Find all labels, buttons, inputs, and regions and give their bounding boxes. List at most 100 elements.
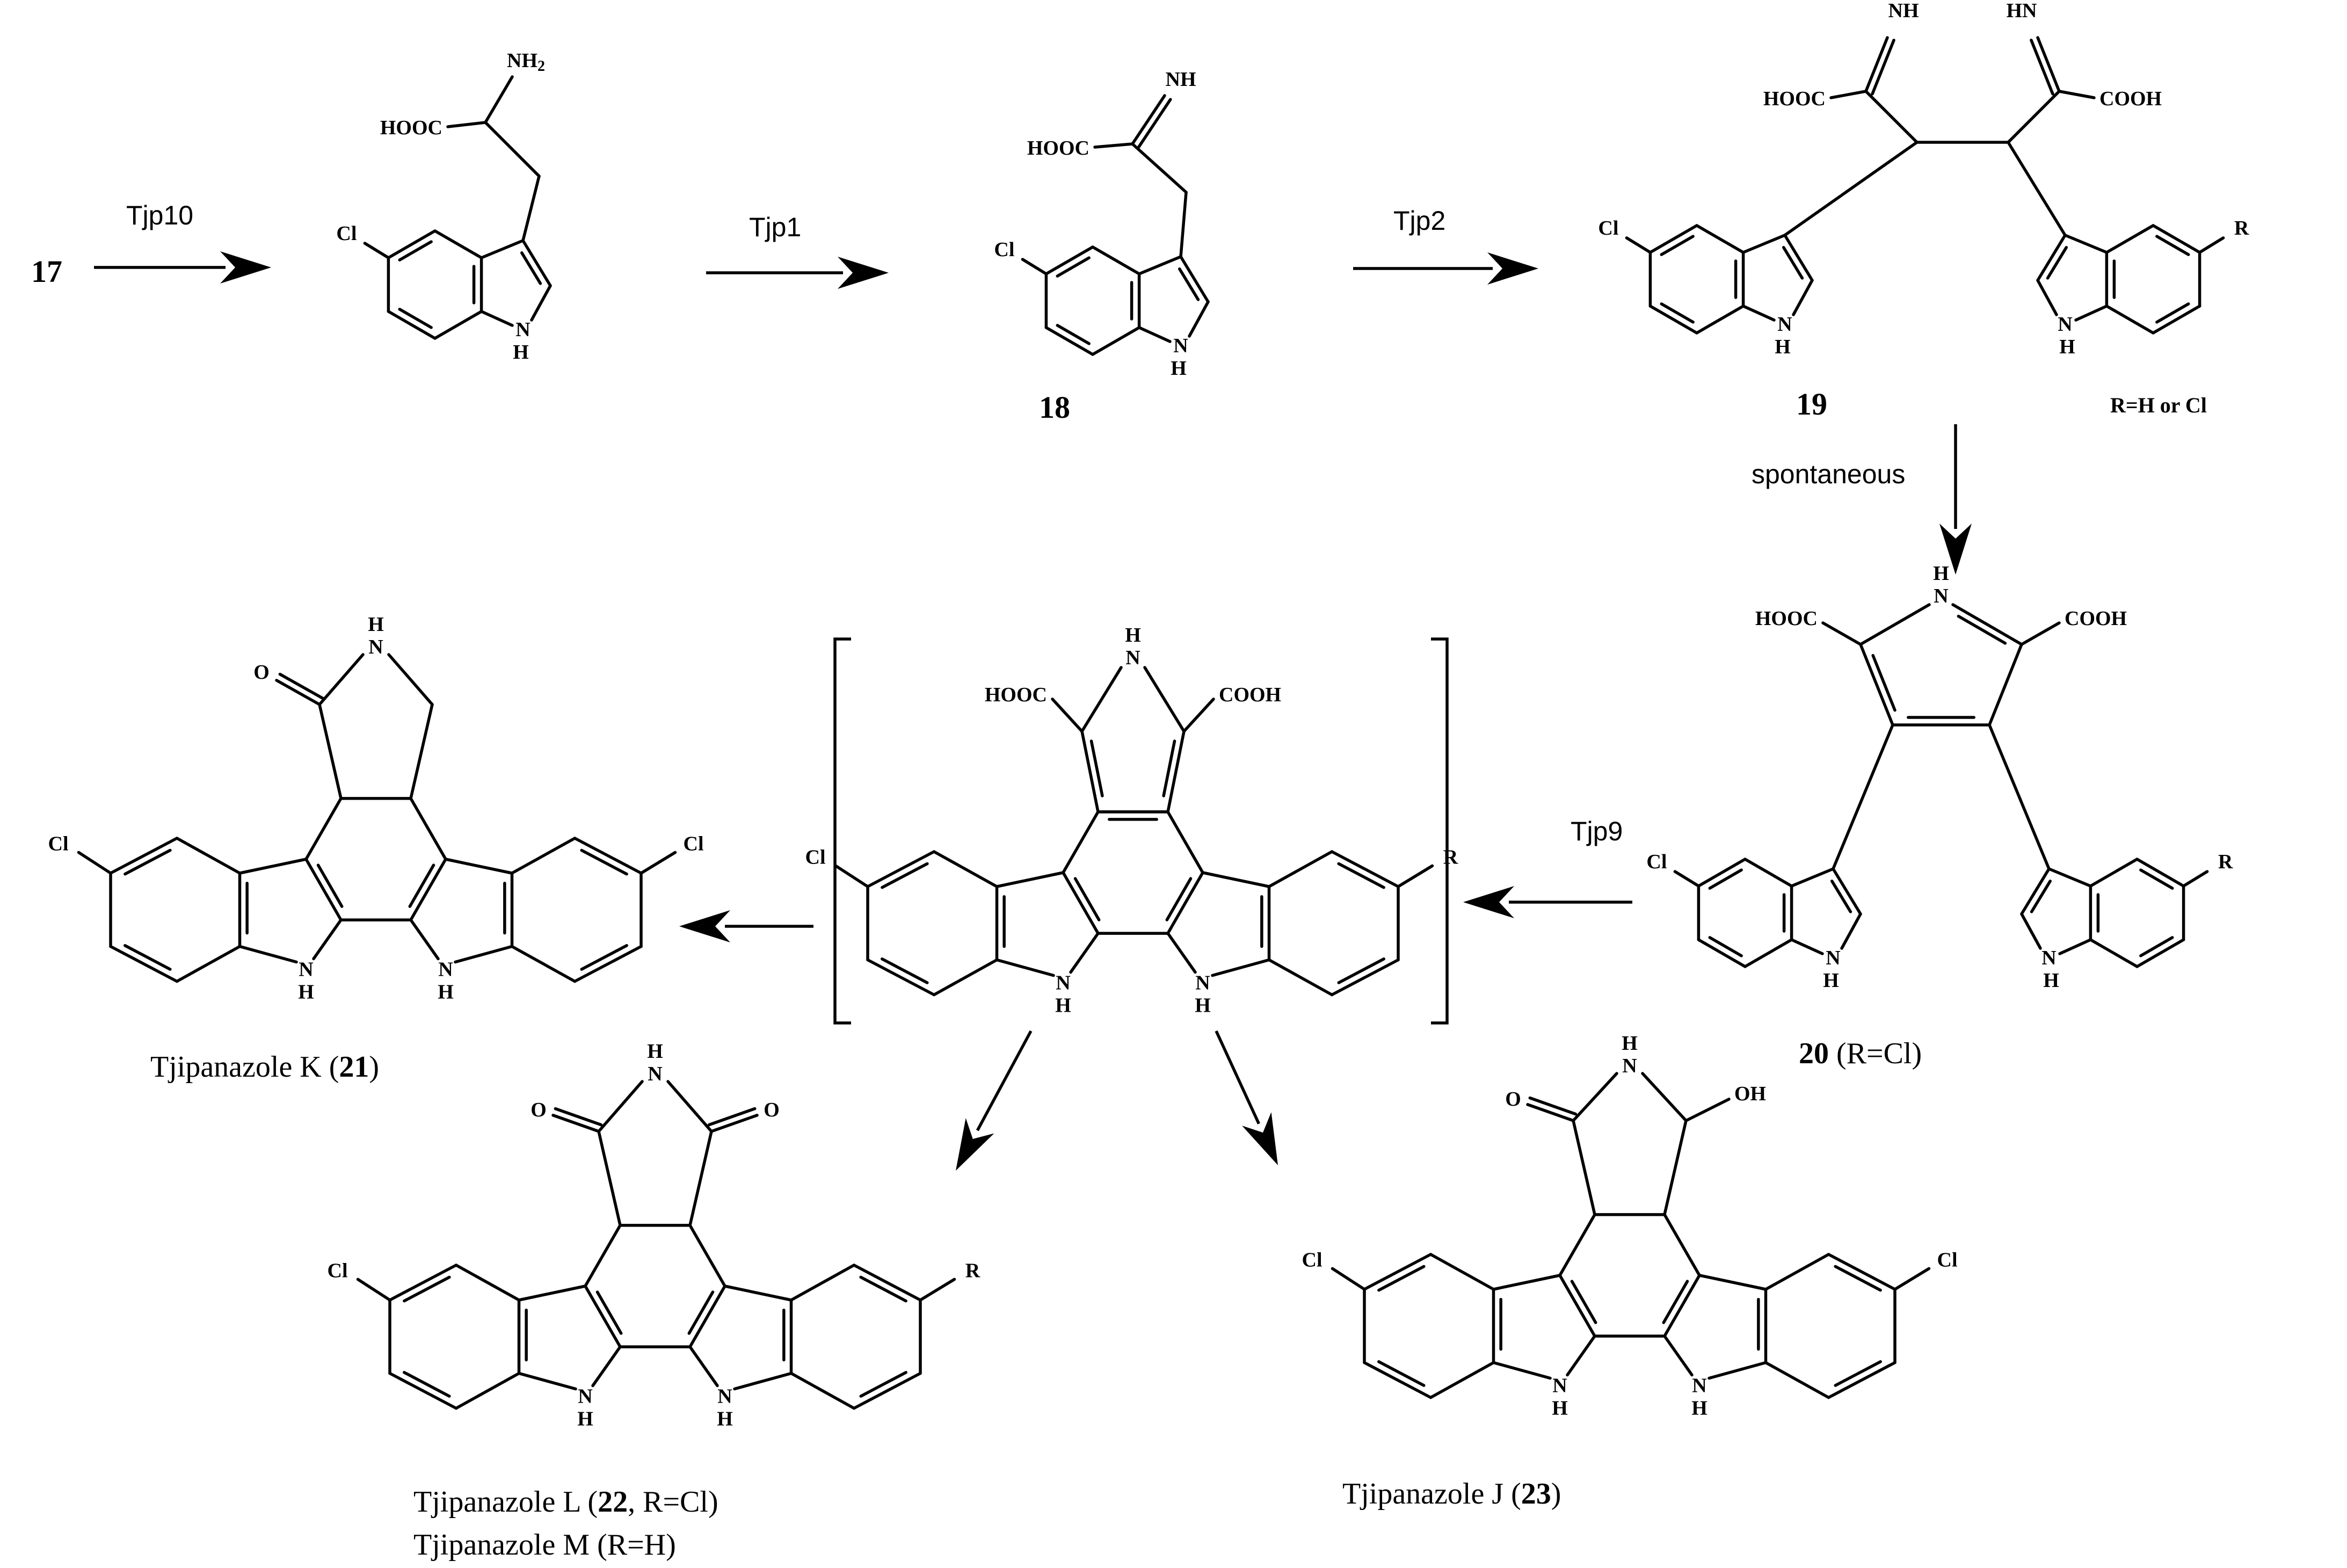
bond: [597, 1130, 622, 1227]
double-bond-inner: [1871, 654, 1897, 712]
reagent-tjp9: Tjp9: [1571, 816, 1623, 846]
bond: [688, 1224, 726, 1288]
tjipanazole-k-left-n-atom: N: [299, 959, 313, 981]
bond: [1741, 234, 1786, 254]
dimer-19-left-nh-group: NH: [1888, 0, 1919, 22]
bond: [1080, 666, 1123, 733]
bond: [1558, 1213, 1596, 1277]
molecule-tjipanazole-k: [77, 653, 677, 983]
molecule-structures: [77, 36, 2225, 1410]
double-bond: [275, 679, 321, 706]
double-bond-inner: [398, 240, 433, 262]
bond: [1179, 255, 1210, 303]
tjipanazole-k-number: 21: [339, 1050, 369, 1084]
bond: [1267, 850, 1334, 888]
tjipanazole-k-caption: Tjipanazole K (21): [150, 1050, 379, 1084]
dimer-19-left-carboxyl: HOOC: [1763, 88, 1826, 110]
bond: [387, 310, 437, 340]
bond: [517, 1371, 577, 1391]
double-bond-inner: [687, 1290, 715, 1335]
bond: [688, 1130, 713, 1227]
chlorotryptophan-nh-h-atom: H: [513, 341, 529, 364]
double-bond: [710, 1114, 759, 1133]
tjipanazole-k-name: Tjipanazole K (: [150, 1050, 339, 1084]
reaction-arrows: [94, 251, 1972, 1171]
bond: [1832, 867, 1862, 916]
tjipanazole-l-name: Tjipanazole L (: [413, 1485, 598, 1519]
intermediate-pyrrole-n-atom: N: [1125, 647, 1140, 669]
tjipanazole-l-left-n-atom: N: [578, 1385, 592, 1408]
arrow-17-to-chlorotryptophan: [94, 251, 271, 284]
bond: [446, 121, 487, 128]
dimer-19-left-n-atom: N: [1777, 313, 1792, 336]
bond: [1137, 326, 1172, 343]
arrow-to-tjipanazole-j-head: [1242, 1112, 1278, 1165]
pyrrole-20-right-nh-h-atom: H: [2043, 969, 2059, 992]
tjipanazole-k-left-nh-h-atom: H: [298, 981, 314, 1004]
double-bond-inner: [520, 251, 542, 285]
bond: [1827, 1361, 1897, 1399]
bond: [510, 837, 577, 875]
tjipanazole-k-carbonyl-o-atom: O: [253, 661, 270, 684]
arrow-to-tjipanazole-j-shaft: [1215, 1030, 1260, 1124]
pyrrole-20-right-n-atom: N: [2041, 947, 2056, 969]
bond: [109, 837, 179, 875]
pyrrole-20-right-carboxyl: COOH: [2065, 607, 2127, 630]
bond: [584, 1224, 622, 1288]
bond: [1363, 1361, 1433, 1399]
tjipanazole-k-right-n-atom: N: [438, 959, 453, 981]
double-bond-inner: [1162, 739, 1176, 797]
double-bond-inner: [2155, 302, 2190, 324]
bond: [363, 242, 390, 259]
double-bond-inner: [2046, 246, 2068, 280]
arrow-to-tjipanazole-l-shaft: [976, 1030, 1033, 1131]
dimer-19-left-nh-h-atom: H: [1775, 336, 1791, 358]
bond: [454, 1264, 521, 1302]
double-bond-inner: [1708, 868, 1743, 890]
bond: [2089, 858, 2139, 888]
double-bond-inner: [2030, 39, 2054, 96]
bond: [995, 958, 1055, 977]
pyrrole-20-right-r-substituent: R: [2218, 851, 2233, 873]
bond: [238, 945, 298, 964]
bond: [1492, 1274, 1561, 1291]
double-bond-inner: [1660, 302, 1695, 324]
bond: [479, 239, 525, 259]
bond: [1211, 958, 1271, 977]
bond: [1783, 141, 1919, 237]
intermediate-right-n-atom: N: [1195, 972, 1210, 994]
reagent-tjp2: Tjp2: [1393, 206, 1445, 236]
double-bond-inner: [1871, 39, 1895, 96]
bond: [2135, 938, 2185, 968]
bond: [1021, 258, 1048, 275]
arrow-tjp1-head: [838, 257, 889, 289]
bond: [932, 850, 999, 888]
bond: [1695, 224, 1745, 254]
double-bond-inner: [580, 944, 628, 971]
bond: [484, 75, 514, 124]
bond: [1188, 300, 1210, 338]
double-bond-inner: [1056, 256, 1091, 278]
compound-20-caption: 20 (R=Cl): [1799, 1037, 1922, 1070]
tjipanazole-j-close: ): [1551, 1477, 1561, 1511]
double-bond-inner: [403, 1275, 451, 1303]
imine-18-carboxyl-group: HOOC: [1027, 137, 1089, 159]
arrow-tjp2-head: [1487, 252, 1538, 285]
arrow-tjp1: [706, 257, 889, 289]
arrow-to-tjipanazole-j: [1215, 1030, 1278, 1165]
bond: [1093, 142, 1134, 149]
intermediate-right-r-substituent: R: [1443, 846, 1458, 868]
tjipanazole-j-lactam-h-atom: H: [1622, 1032, 1638, 1055]
double-bond-inner: [554, 1107, 603, 1127]
bond: [573, 945, 643, 983]
bond: [1698, 1274, 1768, 1291]
double-bond-inner: [881, 862, 929, 889]
bond: [2036, 279, 2058, 316]
double-bond-inner: [278, 672, 325, 700]
bond: [1695, 304, 1745, 335]
compound-19-r-note: R=H or Cl: [2110, 393, 2207, 417]
bond: [1790, 867, 1835, 888]
arrow-to-tjipanazole-k: [679, 910, 813, 942]
bond: [1182, 698, 1215, 733]
tjipanazole-j-hydroxyl-group: OH: [1734, 1083, 1766, 1105]
